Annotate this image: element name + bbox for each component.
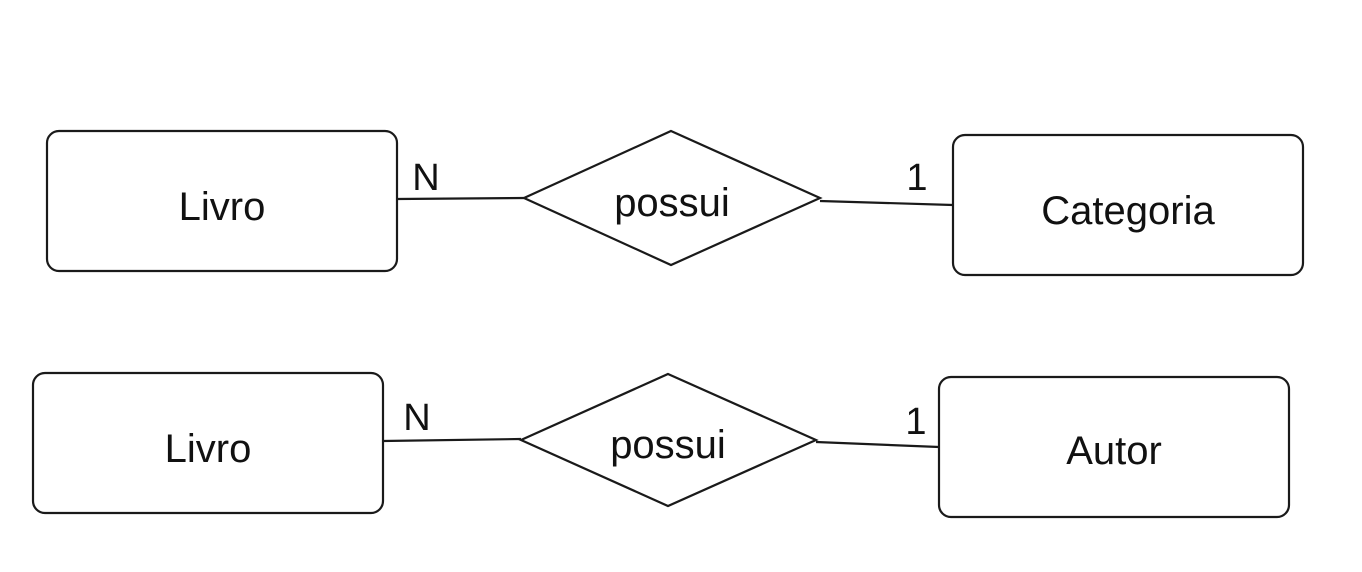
relationship-row-categoria: Livro possui Categoria N 1 bbox=[45, 129, 1305, 277]
relationship-possui-label-2: possui bbox=[610, 423, 726, 467]
entity-livro-label-2: Livro bbox=[165, 427, 252, 471]
entity-autor-box[interactable] bbox=[937, 375, 1291, 519]
connector-livro-possui bbox=[396, 196, 525, 201]
entity-categoria-label: Categoria bbox=[1041, 189, 1215, 233]
connector-possui-categoria bbox=[819, 199, 954, 207]
connector-livro-possui-2 bbox=[382, 437, 522, 443]
cardinality-categoria-1: 1 bbox=[906, 157, 927, 199]
entity-livro-label: Livro bbox=[179, 185, 266, 229]
relationship-possui-label: possui bbox=[614, 181, 730, 225]
relationship-possui-diamond-2[interactable] bbox=[518, 372, 819, 508]
cardinality-livro-n-2: N bbox=[403, 397, 430, 439]
cardinality-autor-1: 1 bbox=[905, 401, 926, 443]
cardinality-livro-n: N bbox=[412, 157, 439, 199]
entity-categoria-box[interactable] bbox=[951, 133, 1305, 277]
relationship-possui-diamond[interactable] bbox=[521, 129, 823, 267]
entity-livro-box-2[interactable] bbox=[31, 371, 385, 515]
connector-possui-autor bbox=[815, 440, 940, 449]
relationship-row-autor: Livro possui Autor N 1 bbox=[31, 371, 1291, 519]
entity-livro-box[interactable] bbox=[45, 129, 399, 273]
entity-autor-label: Autor bbox=[1066, 429, 1162, 473]
